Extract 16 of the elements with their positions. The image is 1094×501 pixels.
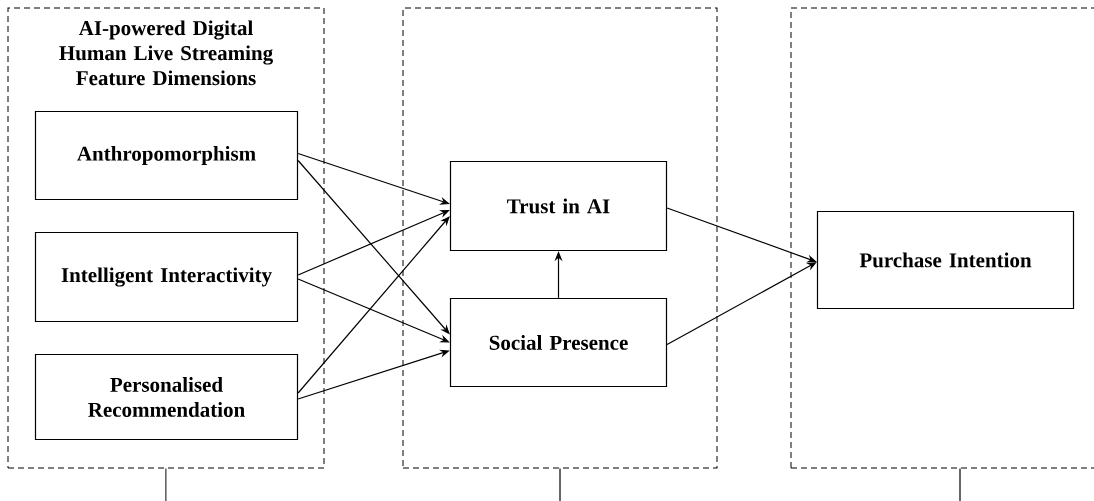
arrow xyxy=(297,210,450,276)
connector-stub xyxy=(959,467,961,501)
group-heading: AI-powered Digital Human Live Streaming Feature Dimensions xyxy=(59,20,273,86)
process-box: Trust in AI xyxy=(449,160,668,252)
process-box: Intelligent Interactivity xyxy=(34,231,299,323)
group-frame xyxy=(402,7,718,469)
arrow xyxy=(297,216,450,394)
process-box: Anthropomorphism xyxy=(34,110,299,201)
group-frame xyxy=(790,7,1094,469)
process-box: Personalised Recommendation xyxy=(34,353,299,441)
connector-stub xyxy=(165,467,167,501)
process-box: Purchase Intention xyxy=(816,210,1075,310)
process-box: Social Presence xyxy=(449,297,668,388)
arrow xyxy=(297,278,450,343)
connector-stub xyxy=(559,467,561,501)
arrow xyxy=(666,262,817,346)
